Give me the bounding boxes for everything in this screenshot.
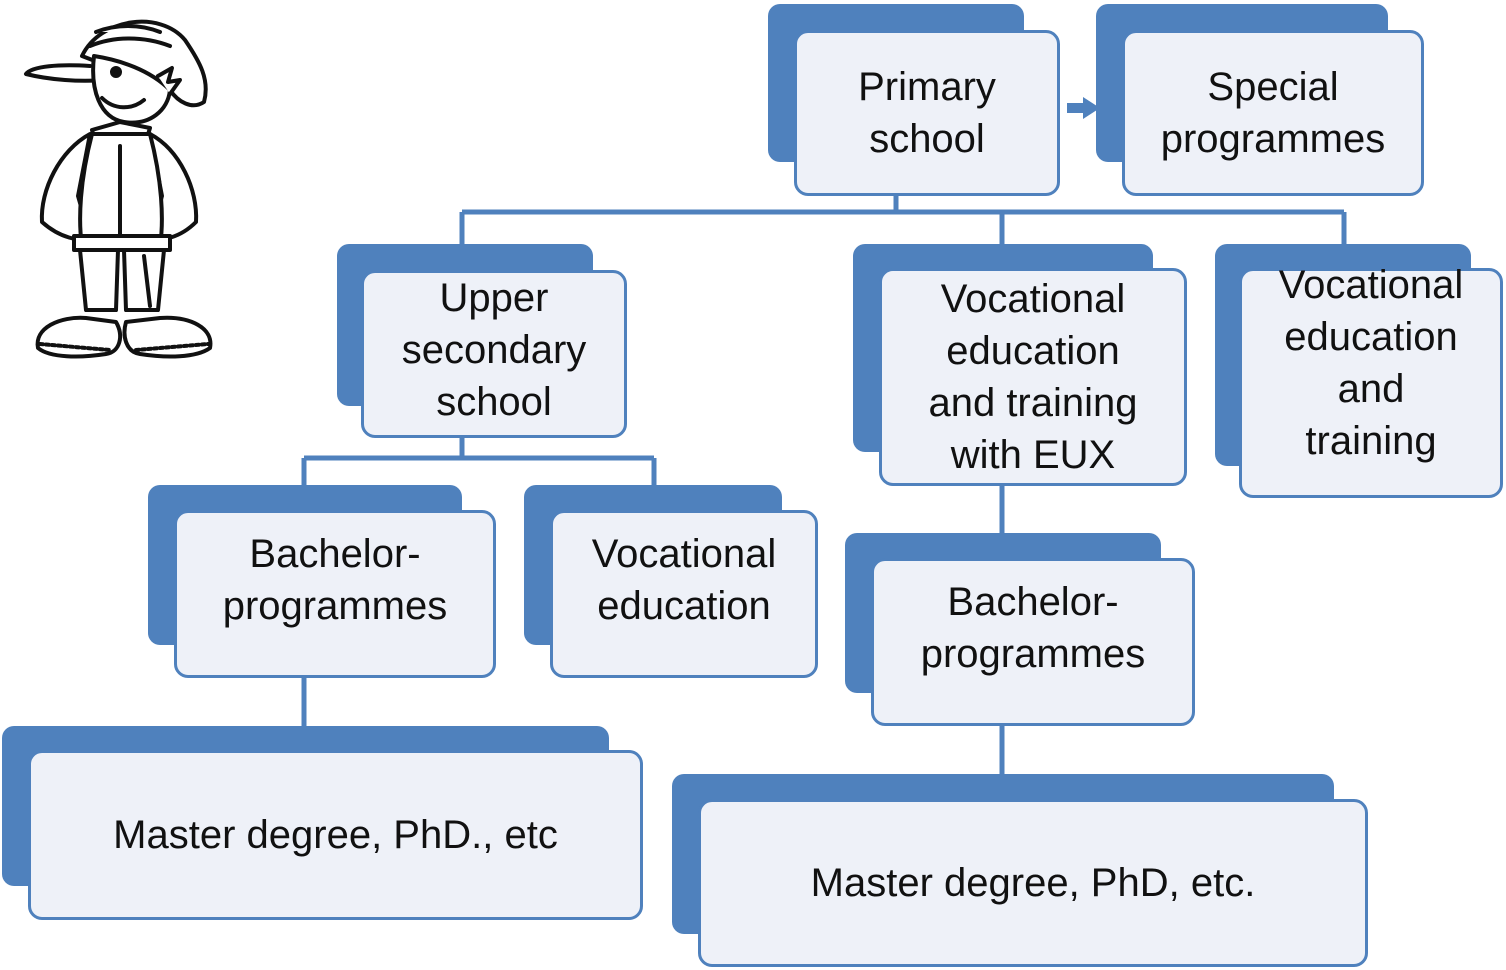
node-bachelor-programmes-right: Bachelor- programmes bbox=[845, 533, 1195, 726]
arrow-right-icon bbox=[1067, 97, 1100, 119]
node-bachelor-programmes-left: Bachelor- programmes bbox=[148, 485, 496, 678]
node-master-degree-right: Master degree, PhD, etc. bbox=[672, 774, 1368, 967]
node-vet: Vocational education and training bbox=[1215, 244, 1503, 498]
vet-label: Vocational education and training bbox=[1278, 263, 1464, 463]
node-special-programmes: Special programmes bbox=[1096, 4, 1424, 196]
primary-school-label: Primary school bbox=[858, 65, 996, 161]
node-master-degree-left: Master degree, PhD., etc bbox=[2, 726, 643, 920]
node-upper-secondary-school: Upper secondary school bbox=[337, 244, 627, 438]
vocational-education-label: Vocational education bbox=[591, 532, 777, 628]
node-vet-with-eux: Vocational education and training with E… bbox=[853, 244, 1187, 486]
cartoon-boy-with-cap-icon bbox=[24, 19, 213, 359]
master-degree-right-label: Master degree, PhD, etc. bbox=[810, 861, 1256, 905]
upper-secondary-school-label: Upper secondary school bbox=[401, 276, 587, 424]
bachelor-programmes-left-label: Bachelor- programmes bbox=[222, 532, 448, 628]
special-programmes-label: Special programmes bbox=[1160, 65, 1386, 161]
vet-with-eux-label: Vocational education and training with E… bbox=[928, 277, 1138, 477]
bachelor-programmes-right-label: Bachelor- programmes bbox=[920, 580, 1146, 676]
node-vocational-education: Vocational education bbox=[524, 485, 818, 678]
node-primary-school: Primary school bbox=[768, 4, 1060, 196]
master-degree-left-label: Master degree, PhD., etc bbox=[113, 813, 558, 857]
